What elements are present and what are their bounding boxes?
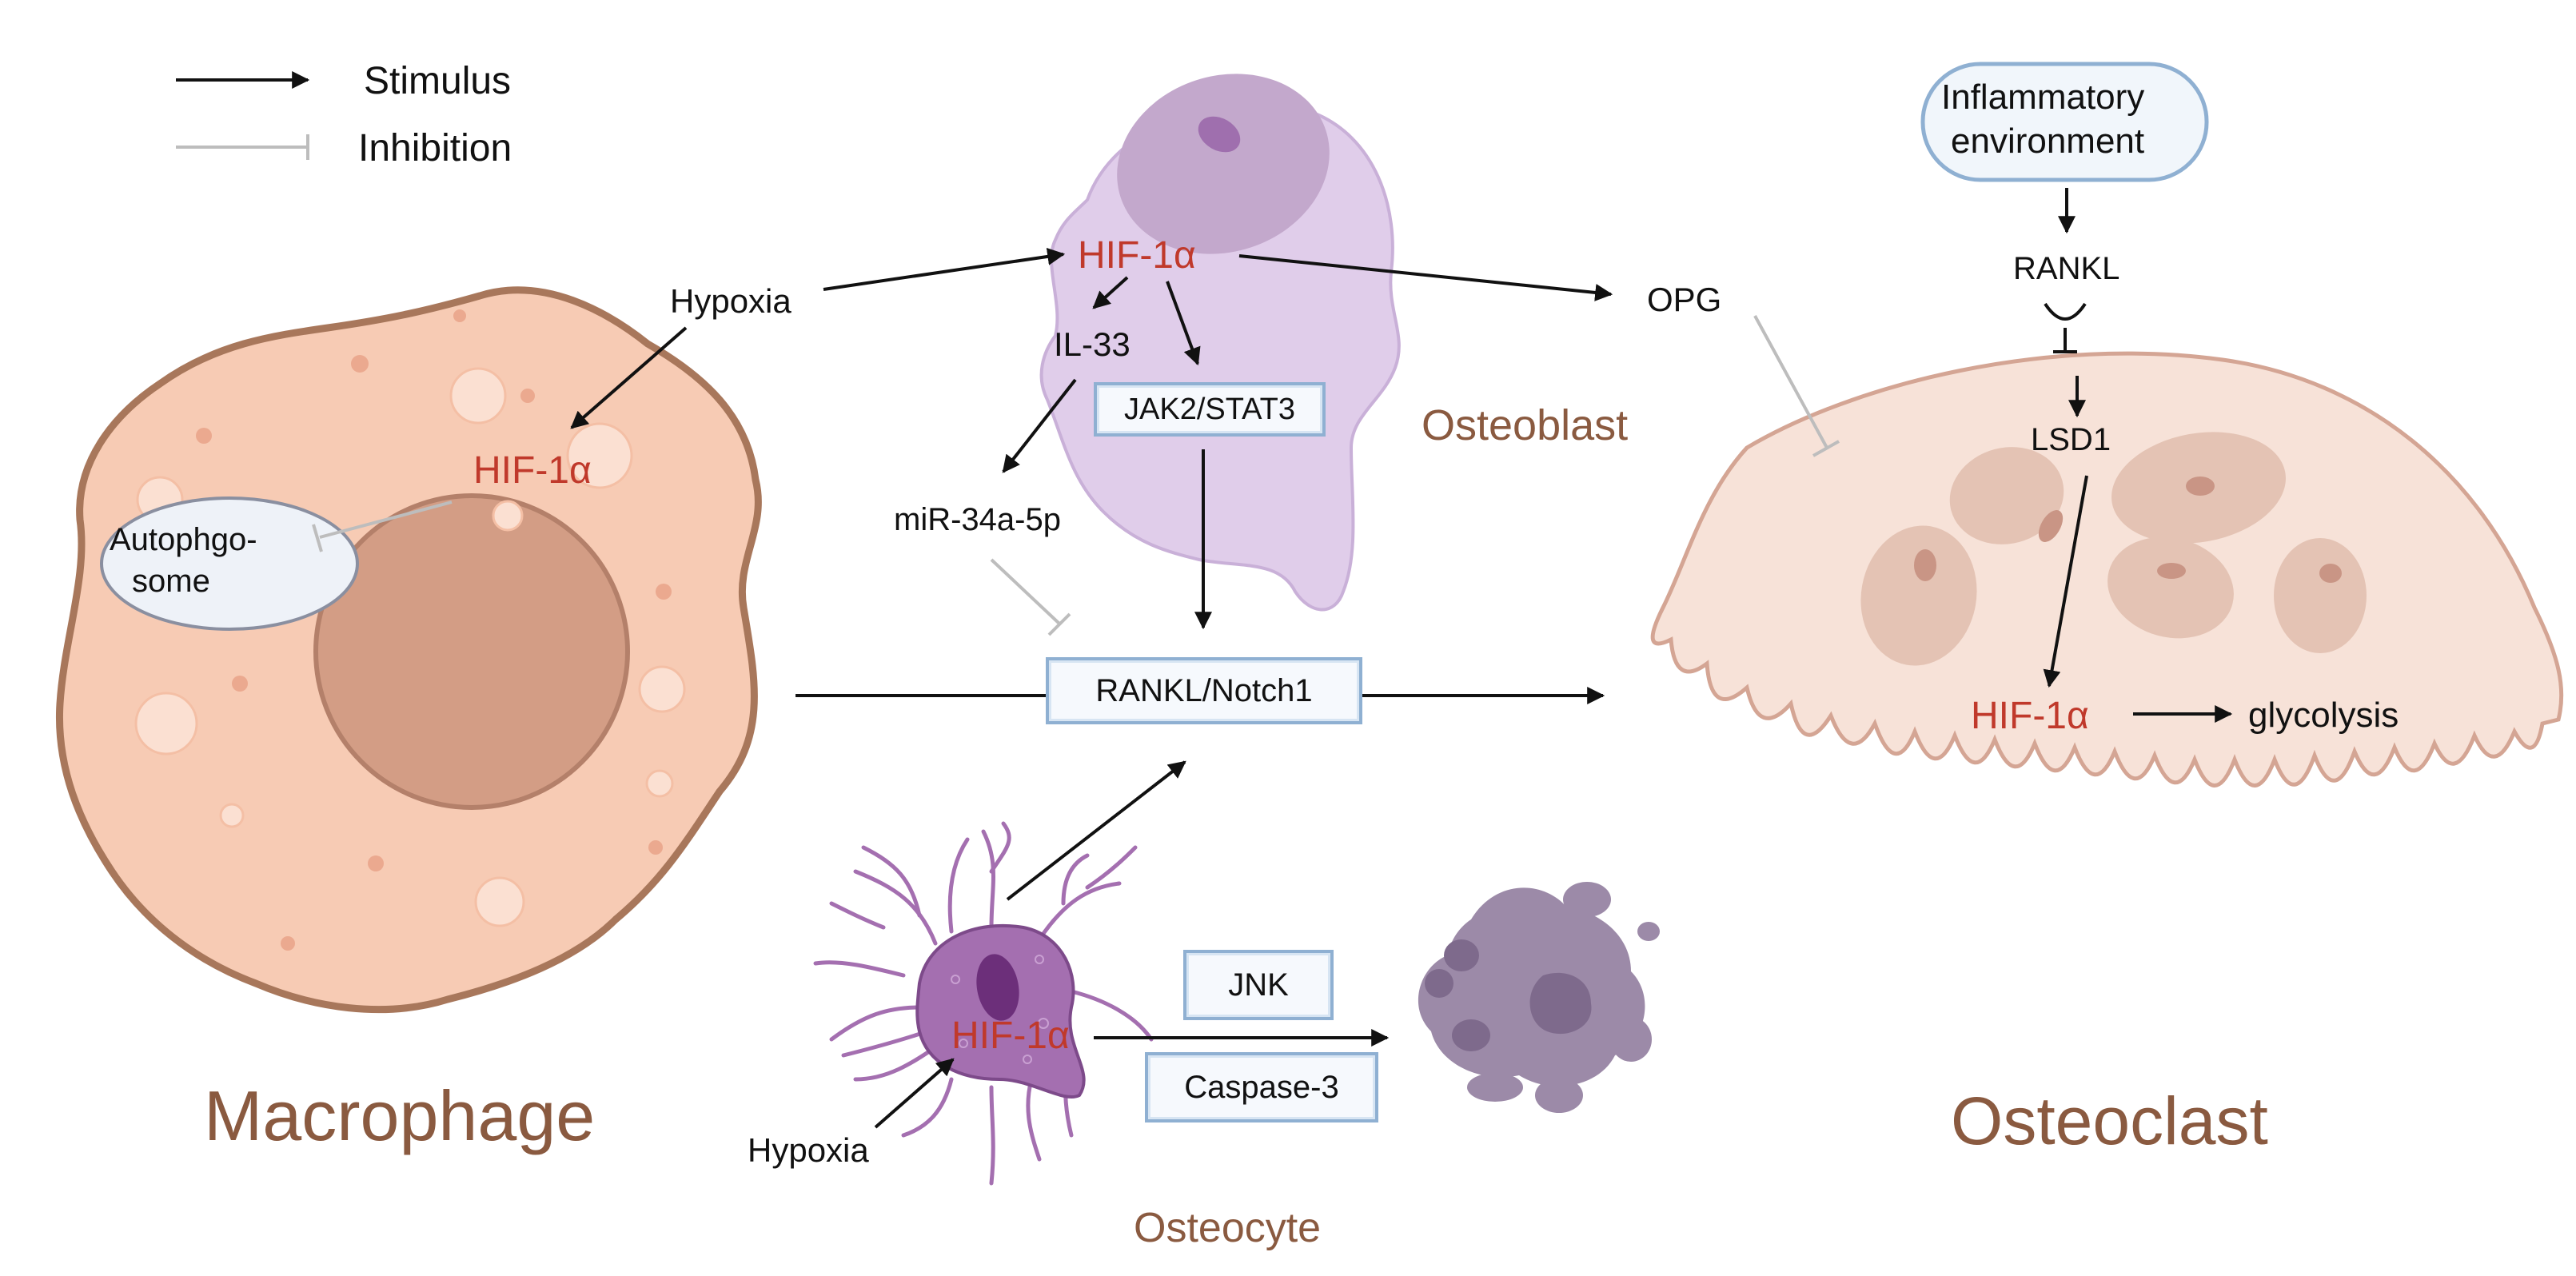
osteoblast-cell	[1039, 74, 1401, 612]
autophagosome-label-line1: Autophgo-	[110, 522, 257, 557]
legend-inhibition-label: Inhibition	[358, 127, 512, 169]
inhibition-lines	[312, 315, 1840, 636]
inhibit-hif-autophagosome	[319, 500, 453, 539]
rankl-receptor-cup	[2044, 302, 2087, 321]
rankl-label: RANKL	[2013, 251, 2120, 286]
hypoxia-label-bottom: Hypoxia	[748, 1131, 869, 1169]
autophagosome-label-line2: some	[132, 564, 210, 599]
inflammatory-label-line2: environment	[1951, 122, 2145, 161]
jak2-stat3-box: JAK2/STAT3	[1094, 382, 1326, 437]
apoptotic-osteocyte	[1418, 882, 1660, 1113]
osteocyte-cell	[813, 821, 1154, 1186]
macrophage-cell	[55, 286, 762, 1014]
glycolysis-label: glycolysis	[2248, 696, 2399, 735]
hif-label-osteocyte: HIF-1α	[951, 1015, 1070, 1057]
inflammatory-bubble	[1920, 62, 2209, 182]
inhibit-mir-rankl-bar	[1047, 612, 1071, 636]
arrow-il33-mir	[1002, 378, 1077, 473]
arrow-osteocyte-rankl	[1006, 760, 1186, 901]
arrow-hypoxia-hif-osteoblast	[823, 247, 1066, 291]
inhibit-opg-osteoclast-bar	[1812, 440, 1840, 457]
il33-label: IL-33	[1054, 325, 1130, 363]
osteoclast-cell	[1650, 351, 2564, 788]
hif-label-osteoclast: HIF-1α	[1971, 695, 2089, 737]
lsd1-label: LSD1	[2031, 422, 2111, 457]
autophagosome-bubble	[100, 496, 359, 631]
arrow-hif-jak2	[1166, 281, 1201, 366]
stimulus-arrows	[570, 188, 2233, 1129]
inflammatory-label-line1: Inflammatory	[1941, 78, 2145, 117]
legend-stimulus-label: Stimulus	[364, 60, 512, 102]
rankl-notch1-box: RANKL/Notch1	[1046, 657, 1362, 724]
inhibit-mir-rankl	[990, 558, 1061, 625]
hif-label-osteoblast: HIF-1α	[1078, 234, 1196, 277]
inhibit-opg-osteoclast	[1753, 315, 1828, 449]
caspase3-box: Caspase-3	[1145, 1052, 1378, 1122]
arrow-hypoxia-hif-osteocyte	[874, 1058, 955, 1129]
arrow-hif-opg	[1238, 254, 1613, 301]
hif-label-macrophage: HIF-1α	[473, 449, 592, 492]
arrow-hif-il33	[1092, 276, 1129, 309]
osteoblast-title: Osteoblast	[1422, 401, 1629, 449]
osteocyte-title: Osteocyte	[1134, 1205, 1322, 1251]
inhibit-hif-autophagosome-bar	[312, 524, 323, 552]
jnk-box: JNK	[1183, 950, 1334, 1020]
arrow-hypoxia-hif-macrophage	[570, 326, 688, 429]
mir-label: miR-34a-5p	[894, 502, 1061, 537]
osteoclast-title: Osteoclast	[1951, 1083, 2268, 1158]
macrophage-title: Macrophage	[204, 1076, 596, 1155]
hypoxia-label-top: Hypoxia	[670, 282, 792, 320]
opg-label: OPG	[1647, 281, 1722, 318]
arrow-lsd1-hif	[2043, 475, 2088, 688]
